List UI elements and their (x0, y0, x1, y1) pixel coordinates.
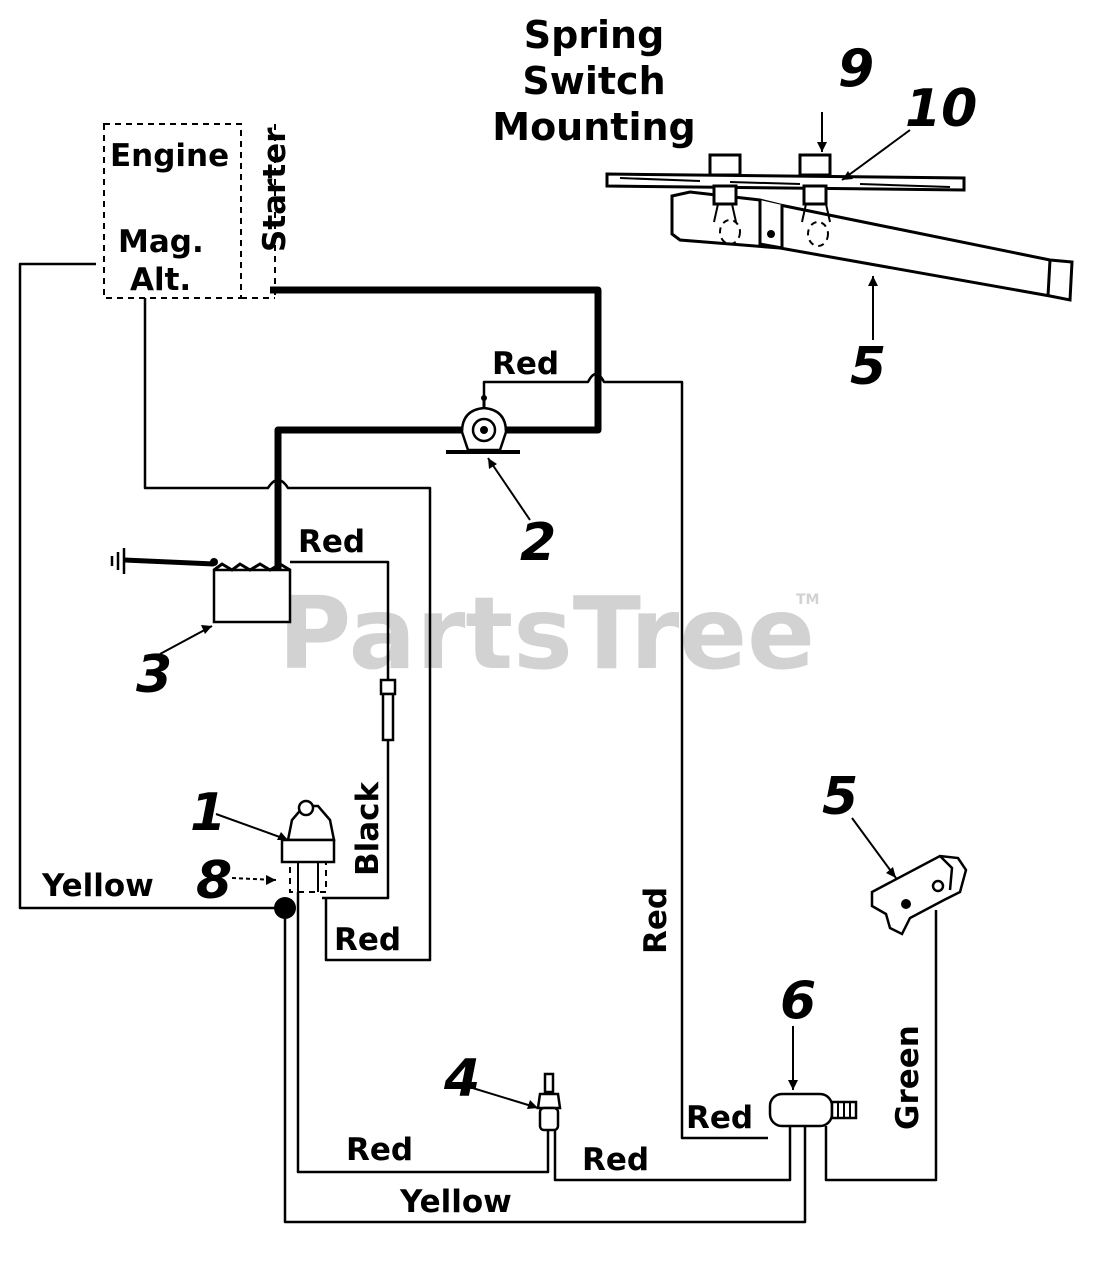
spring-switch (870, 854, 968, 936)
wire-label-yellow-left: Yellow (41, 868, 154, 904)
plunger-switch (536, 1072, 562, 1132)
spring-switch-mounting-drawing (605, 153, 1074, 302)
callout-8: 8 (196, 851, 232, 911)
wire-label-red-battery: Red (298, 524, 365, 560)
wire-label-red-solenoid: Red (492, 346, 559, 382)
callout-2: 2 (520, 513, 556, 573)
engine-label: Engine (110, 138, 229, 174)
callout-5-mounting: 5 (850, 337, 886, 397)
safety-switch (768, 1092, 858, 1128)
inline-connector (379, 678, 397, 742)
ground-symbol (110, 548, 126, 574)
callout-9: 9 (838, 39, 874, 99)
callout-3: 3 (136, 645, 172, 705)
ignition-switch (280, 799, 336, 893)
callout-10: 10 (905, 79, 977, 139)
engine-box (103, 123, 276, 299)
wire-label-red-bottom-right: Red (582, 1142, 649, 1178)
mag-label: Mag. (118, 224, 204, 260)
wire-label-green: Green (890, 1025, 926, 1130)
wire-label-red-vertical: Red (638, 887, 674, 954)
wire-label-red-ignition-loop: Red (334, 922, 401, 958)
mounting-title-line1: Spring (524, 13, 665, 57)
starter-cable (270, 286, 602, 434)
starter-solenoid (446, 395, 520, 454)
starter-label: Starter (257, 127, 293, 252)
alt-label: Alt. (130, 262, 191, 298)
callout-4: 4 (443, 1049, 480, 1109)
watermark-text: PartsTree (278, 575, 815, 692)
wire-label-black: Black (350, 780, 386, 876)
battery-cable (274, 426, 462, 572)
mounting-title-line2: Switch (522, 59, 665, 103)
callout-1: 1 (190, 783, 226, 843)
callout-5-switch: 5 (822, 767, 858, 827)
watermark-tm: TM (796, 592, 819, 608)
wire-label-yellow-bottom: Yellow (399, 1184, 512, 1220)
battery (212, 562, 292, 624)
wire-label-red-switch6: Red (686, 1100, 753, 1136)
mounting-title-line3: Mounting (492, 105, 695, 149)
callout-6: 6 (780, 971, 816, 1031)
wire-label-red-bottom-left: Red (346, 1132, 413, 1168)
